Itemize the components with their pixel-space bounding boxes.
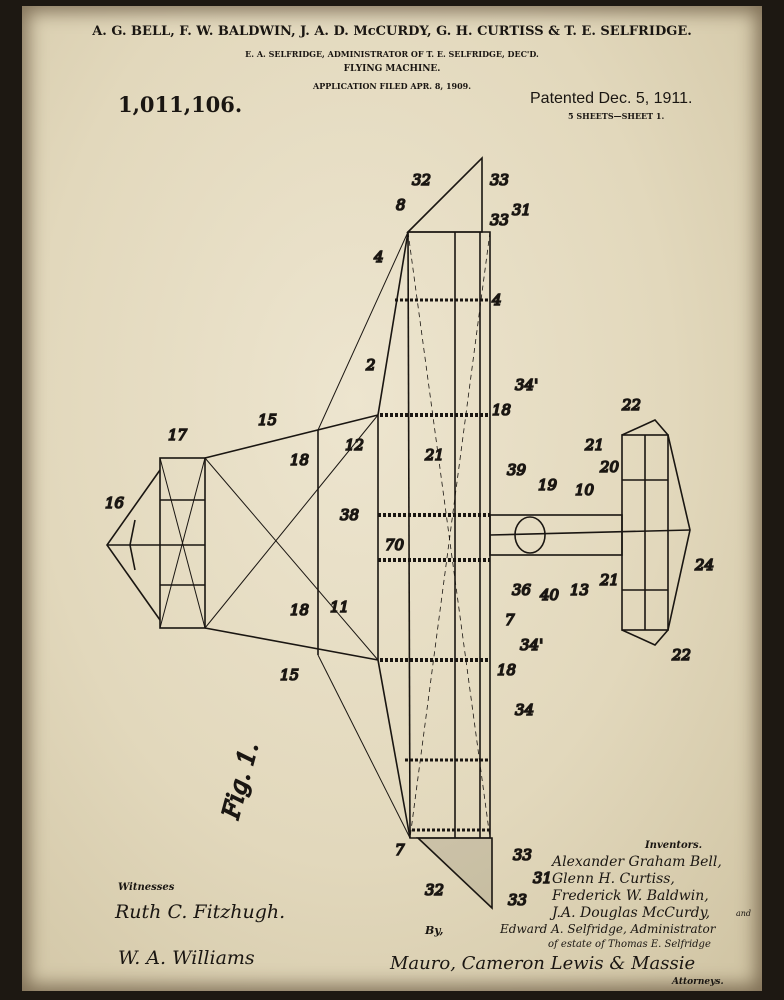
administrator-line: E. A. SELFRIDGE, ADMINISTRATOR OF T. E. … — [245, 49, 539, 59]
numeral: 32 — [412, 171, 431, 189]
numeral: 33 — [513, 846, 532, 864]
numeral: 39 — [507, 461, 527, 479]
numeral: 19 — [538, 476, 558, 494]
inventor-signature: Frederick W. Baldwin, — [552, 888, 709, 904]
invention-title: FLYING MACHINE. — [343, 64, 441, 74]
inventor-signature: Alexander Graham Bell, — [552, 854, 722, 870]
numeral: 18 — [497, 661, 516, 679]
witness-signature-2: W. A. Williams — [118, 947, 255, 969]
numeral: 33 — [490, 171, 509, 189]
numeral: 36 — [512, 581, 532, 599]
numeral: 33 — [508, 891, 527, 909]
witness-signature-1: Ruth C. Fitzhugh. — [115, 901, 286, 923]
numeral: 31 — [512, 201, 531, 219]
attorneys-signature: Mauro, Cameron Lewis & Massie — [390, 953, 696, 974]
administrator-signature: Edward A. Selfridge, Administrator — [500, 922, 716, 936]
patent-date: Patented Dec. 5, 1911. — [530, 90, 693, 107]
estate-line: of estate of Thomas E. Selfridge — [548, 939, 711, 950]
numeral: 8 — [396, 196, 406, 214]
sheet-count: 5 SHEETS—SHEET 1. — [568, 111, 665, 121]
numeral: 38 — [340, 506, 359, 524]
numeral: 2 — [365, 356, 376, 374]
numeral: 21 — [599, 571, 619, 589]
numeral: 15 — [280, 666, 299, 684]
numeral: 4 — [373, 248, 384, 266]
numeral: 33 — [490, 211, 509, 229]
front-elevator — [106, 231, 411, 839]
numeral: 34 — [515, 701, 534, 719]
witnesses-label: Witnesses — [118, 882, 175, 893]
patentee-names: A. G. BELL, F. W. BALDWIN, J. A. D. McCU… — [92, 24, 692, 39]
figure-label: Fig. 1. — [216, 739, 263, 822]
numeral: 24 — [694, 556, 714, 574]
numeral: 34' — [520, 636, 543, 654]
numeral: 7 — [505, 611, 515, 629]
numeral: 32 — [425, 881, 444, 899]
numeral: 4 — [491, 291, 502, 309]
numeral: 22 — [671, 646, 691, 664]
numeral: 10 — [575, 481, 595, 499]
tail-assembly — [489, 419, 691, 646]
numeral: 13 — [570, 581, 589, 599]
numeral: 18 — [492, 401, 511, 419]
numeral: 21 — [584, 436, 604, 454]
reference-numerals: 32 8 33 33 31 4 4 2 34' 18 22 15 17 12 1… — [104, 170, 715, 910]
paper-background — [22, 6, 762, 991]
numeral: 31 — [533, 869, 552, 887]
main-wing — [377, 156, 493, 910]
numeral: 7 — [395, 841, 405, 859]
inventors-label: Inventors. — [645, 840, 703, 851]
numeral: 21 — [424, 446, 444, 464]
attorneys-label: Attorneys. — [672, 977, 724, 987]
numeral: 40 — [539, 586, 560, 604]
by-label: By, — [425, 924, 444, 937]
numeral: 18 — [290, 451, 309, 469]
numeral: 16 — [105, 494, 125, 512]
and-text: and — [736, 909, 752, 918]
numeral: 70 — [385, 536, 405, 554]
inventor-signature: J.A. Douglas McCurdy, — [552, 905, 711, 921]
numeral: 11 — [330, 598, 349, 616]
inventor-signature: Glenn H. Curtiss, — [552, 871, 675, 887]
numeral: 12 — [345, 436, 364, 454]
numeral: 18 — [290, 601, 309, 619]
numeral: 15 — [258, 411, 277, 429]
numeral: 22 — [621, 396, 641, 414]
numeral: 17 — [168, 426, 188, 444]
application-date: APPLICATION FILED APR. 8, 1909. — [313, 81, 471, 91]
numeral: 34' — [515, 376, 538, 394]
numeral: 20 — [599, 458, 620, 476]
patent-number: 1,011,106. — [118, 92, 243, 117]
